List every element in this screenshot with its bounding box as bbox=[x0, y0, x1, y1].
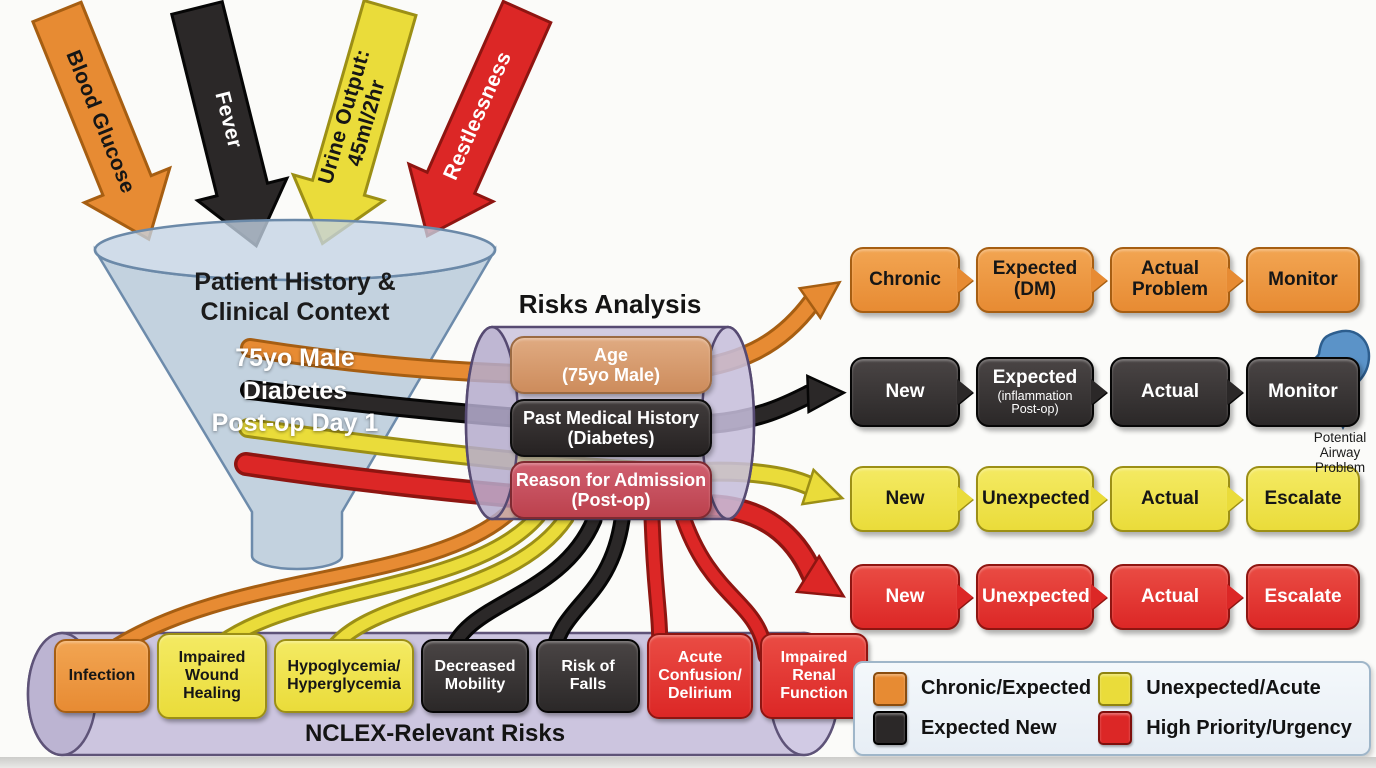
flow-box-sublabel: (inflammation Post-op) bbox=[997, 389, 1073, 416]
flow-box-label: Chronic bbox=[869, 268, 941, 290]
flow-box-label: New bbox=[885, 487, 925, 509]
nclex-risk-label: Acute Confusion/ Delirium bbox=[658, 649, 742, 702]
legend-item-unexpected-acute: Unexpected/Acute bbox=[1098, 671, 1357, 706]
flow-box: Unexpected bbox=[976, 466, 1094, 532]
flow-box: Monitor bbox=[1246, 357, 1360, 427]
nclex-risk-infection: Infection bbox=[54, 639, 150, 713]
flow-box: New bbox=[850, 466, 960, 532]
flow-box: Actual Problem bbox=[1110, 247, 1230, 313]
risk-item-sub: (Diabetes) bbox=[567, 428, 655, 448]
bottom-edge-strip bbox=[0, 757, 1376, 768]
legend-label: Expected New bbox=[921, 716, 1057, 739]
input-arrow-restlessness bbox=[406, 0, 553, 239]
flow-row-expected-new: New Expected (inflammation Post-op) Actu… bbox=[850, 357, 1360, 427]
flow-box-label: Monitor bbox=[1268, 380, 1338, 402]
flow-row-unexpected-acute: New Unexpected Actual Escalate bbox=[850, 466, 1360, 532]
nclex-risk-mobility: Decreased Mobility bbox=[421, 639, 529, 713]
legend-swatch-red bbox=[1098, 711, 1133, 746]
nclex-risk-label: Infection bbox=[68, 667, 136, 685]
funnel-detail-line: Diabetes bbox=[242, 376, 348, 405]
flow-box: New bbox=[850, 564, 960, 630]
flow-box: Expected (DM) bbox=[976, 247, 1094, 313]
nclex-risk-wound-healing: Impaired Wound Healing bbox=[157, 633, 267, 719]
risk-item-past-medical-history: Past Medical History (Diabetes) bbox=[510, 399, 712, 457]
flow-box: Chronic bbox=[850, 247, 960, 313]
flow-box-label: Unexpected bbox=[982, 585, 1090, 607]
legend-item-expected-new: Expected New bbox=[873, 711, 1092, 746]
flow-box: Actual bbox=[1110, 564, 1230, 630]
legend-label: Chronic/Expected bbox=[921, 677, 1092, 700]
risk-item-label: Reason for Admission bbox=[515, 469, 707, 490]
funnel-detail-line: Post-op Day 1 bbox=[211, 409, 379, 437]
nclex-risk-label: Decreased Mobility bbox=[434, 658, 516, 693]
flow-row-high-priority: New Unexpected Actual Escalate bbox=[850, 564, 1360, 630]
flow-box-label: Actual bbox=[1140, 380, 1200, 402]
flow-box: Actual bbox=[1110, 466, 1230, 532]
legend-label: Unexpected/Acute bbox=[1146, 677, 1321, 700]
nclex-risk-falls: Risk of Falls bbox=[536, 639, 640, 713]
flow-box-label: Expected (DM) bbox=[992, 258, 1078, 300]
flow-box: New bbox=[850, 357, 960, 427]
risk-item-label: Age bbox=[593, 344, 628, 365]
flow-box-label: Monitor bbox=[1268, 268, 1338, 290]
flow-box: Monitor bbox=[1246, 247, 1360, 313]
funnel-shape bbox=[93, 218, 497, 571]
flow-box-label: Actual bbox=[1140, 585, 1200, 607]
airway-note: Potential Airway Problem bbox=[1313, 430, 1367, 476]
nclex-risk-glycemia: Hypoglycemia/ Hyperglycemia bbox=[274, 639, 414, 713]
flow-box-label: New bbox=[885, 585, 925, 607]
funnel-title: Patient History & Clinical Context bbox=[194, 268, 396, 326]
flow-box-label: New bbox=[885, 380, 925, 402]
flow-box-label: Actual bbox=[1140, 487, 1200, 509]
risk-item-age: Age (75yo Male) bbox=[510, 336, 712, 394]
funnel-detail-line: 75yo Male bbox=[235, 344, 355, 372]
flow-box-label: Escalate bbox=[1264, 487, 1342, 509]
nclex-risk-label: Impaired Wound Healing bbox=[178, 649, 246, 702]
flow-box: Escalate bbox=[1246, 564, 1360, 630]
flow-box: Actual bbox=[1110, 357, 1230, 427]
legend: Chronic/Expected Unexpected/Acute Expect… bbox=[853, 661, 1371, 756]
nclex-risk-label: Impaired Renal Function bbox=[780, 649, 848, 702]
flow-box: Escalate bbox=[1246, 466, 1360, 532]
input-arrow-fever bbox=[169, 0, 290, 249]
input-arrow-blood-glucose bbox=[30, 0, 173, 242]
risk-item-label: Past Medical History bbox=[522, 407, 700, 428]
nclex-risk-label: Hypoglycemia/ Hyperglycemia bbox=[287, 658, 401, 693]
legend-item-high-priority: High Priority/Urgency bbox=[1098, 711, 1357, 746]
nclex-bar-title: NCLEX-Relevant Risks bbox=[304, 720, 566, 747]
nclex-risk-label: Risk of Falls bbox=[561, 658, 615, 693]
flow-box: Unexpected bbox=[976, 564, 1094, 630]
nclex-risk-confusion: Acute Confusion/ Delirium bbox=[647, 633, 753, 719]
flow-box-label: Unexpected bbox=[982, 487, 1090, 509]
risks-analysis-title: Risks Analysis bbox=[518, 289, 702, 319]
flow-box-label: Escalate bbox=[1264, 585, 1342, 607]
legend-swatch-yellow bbox=[1098, 671, 1133, 706]
risk-item-sub: (75yo Male) bbox=[561, 365, 661, 385]
legend-label: High Priority/Urgency bbox=[1146, 716, 1352, 739]
legend-swatch-orange bbox=[873, 671, 907, 706]
flow-box-label: Expected bbox=[992, 367, 1078, 389]
funnel-patient-details: 75yo Male Diabetes Post-op Day 1 bbox=[195, 342, 395, 440]
flow-box: Expected (inflammation Post-op) bbox=[976, 357, 1094, 427]
nclex-risk-renal: Impaired Renal Function bbox=[760, 633, 868, 719]
legend-swatch-black bbox=[873, 711, 907, 746]
flow-box-label: Actual Problem bbox=[1131, 258, 1209, 300]
risk-item-sub: (Post-op) bbox=[571, 490, 651, 510]
nclex-risk-row: Infection Impaired Wound Healing Hypogly… bbox=[54, 633, 868, 719]
legend-item-chronic-expected: Chronic/Expected bbox=[873, 671, 1092, 706]
risk-item-reason-for-admission: Reason for Admission (Post-op) bbox=[510, 461, 712, 519]
flow-row-chronic-expected: Chronic Expected (DM) Actual Problem Mon… bbox=[850, 247, 1360, 313]
